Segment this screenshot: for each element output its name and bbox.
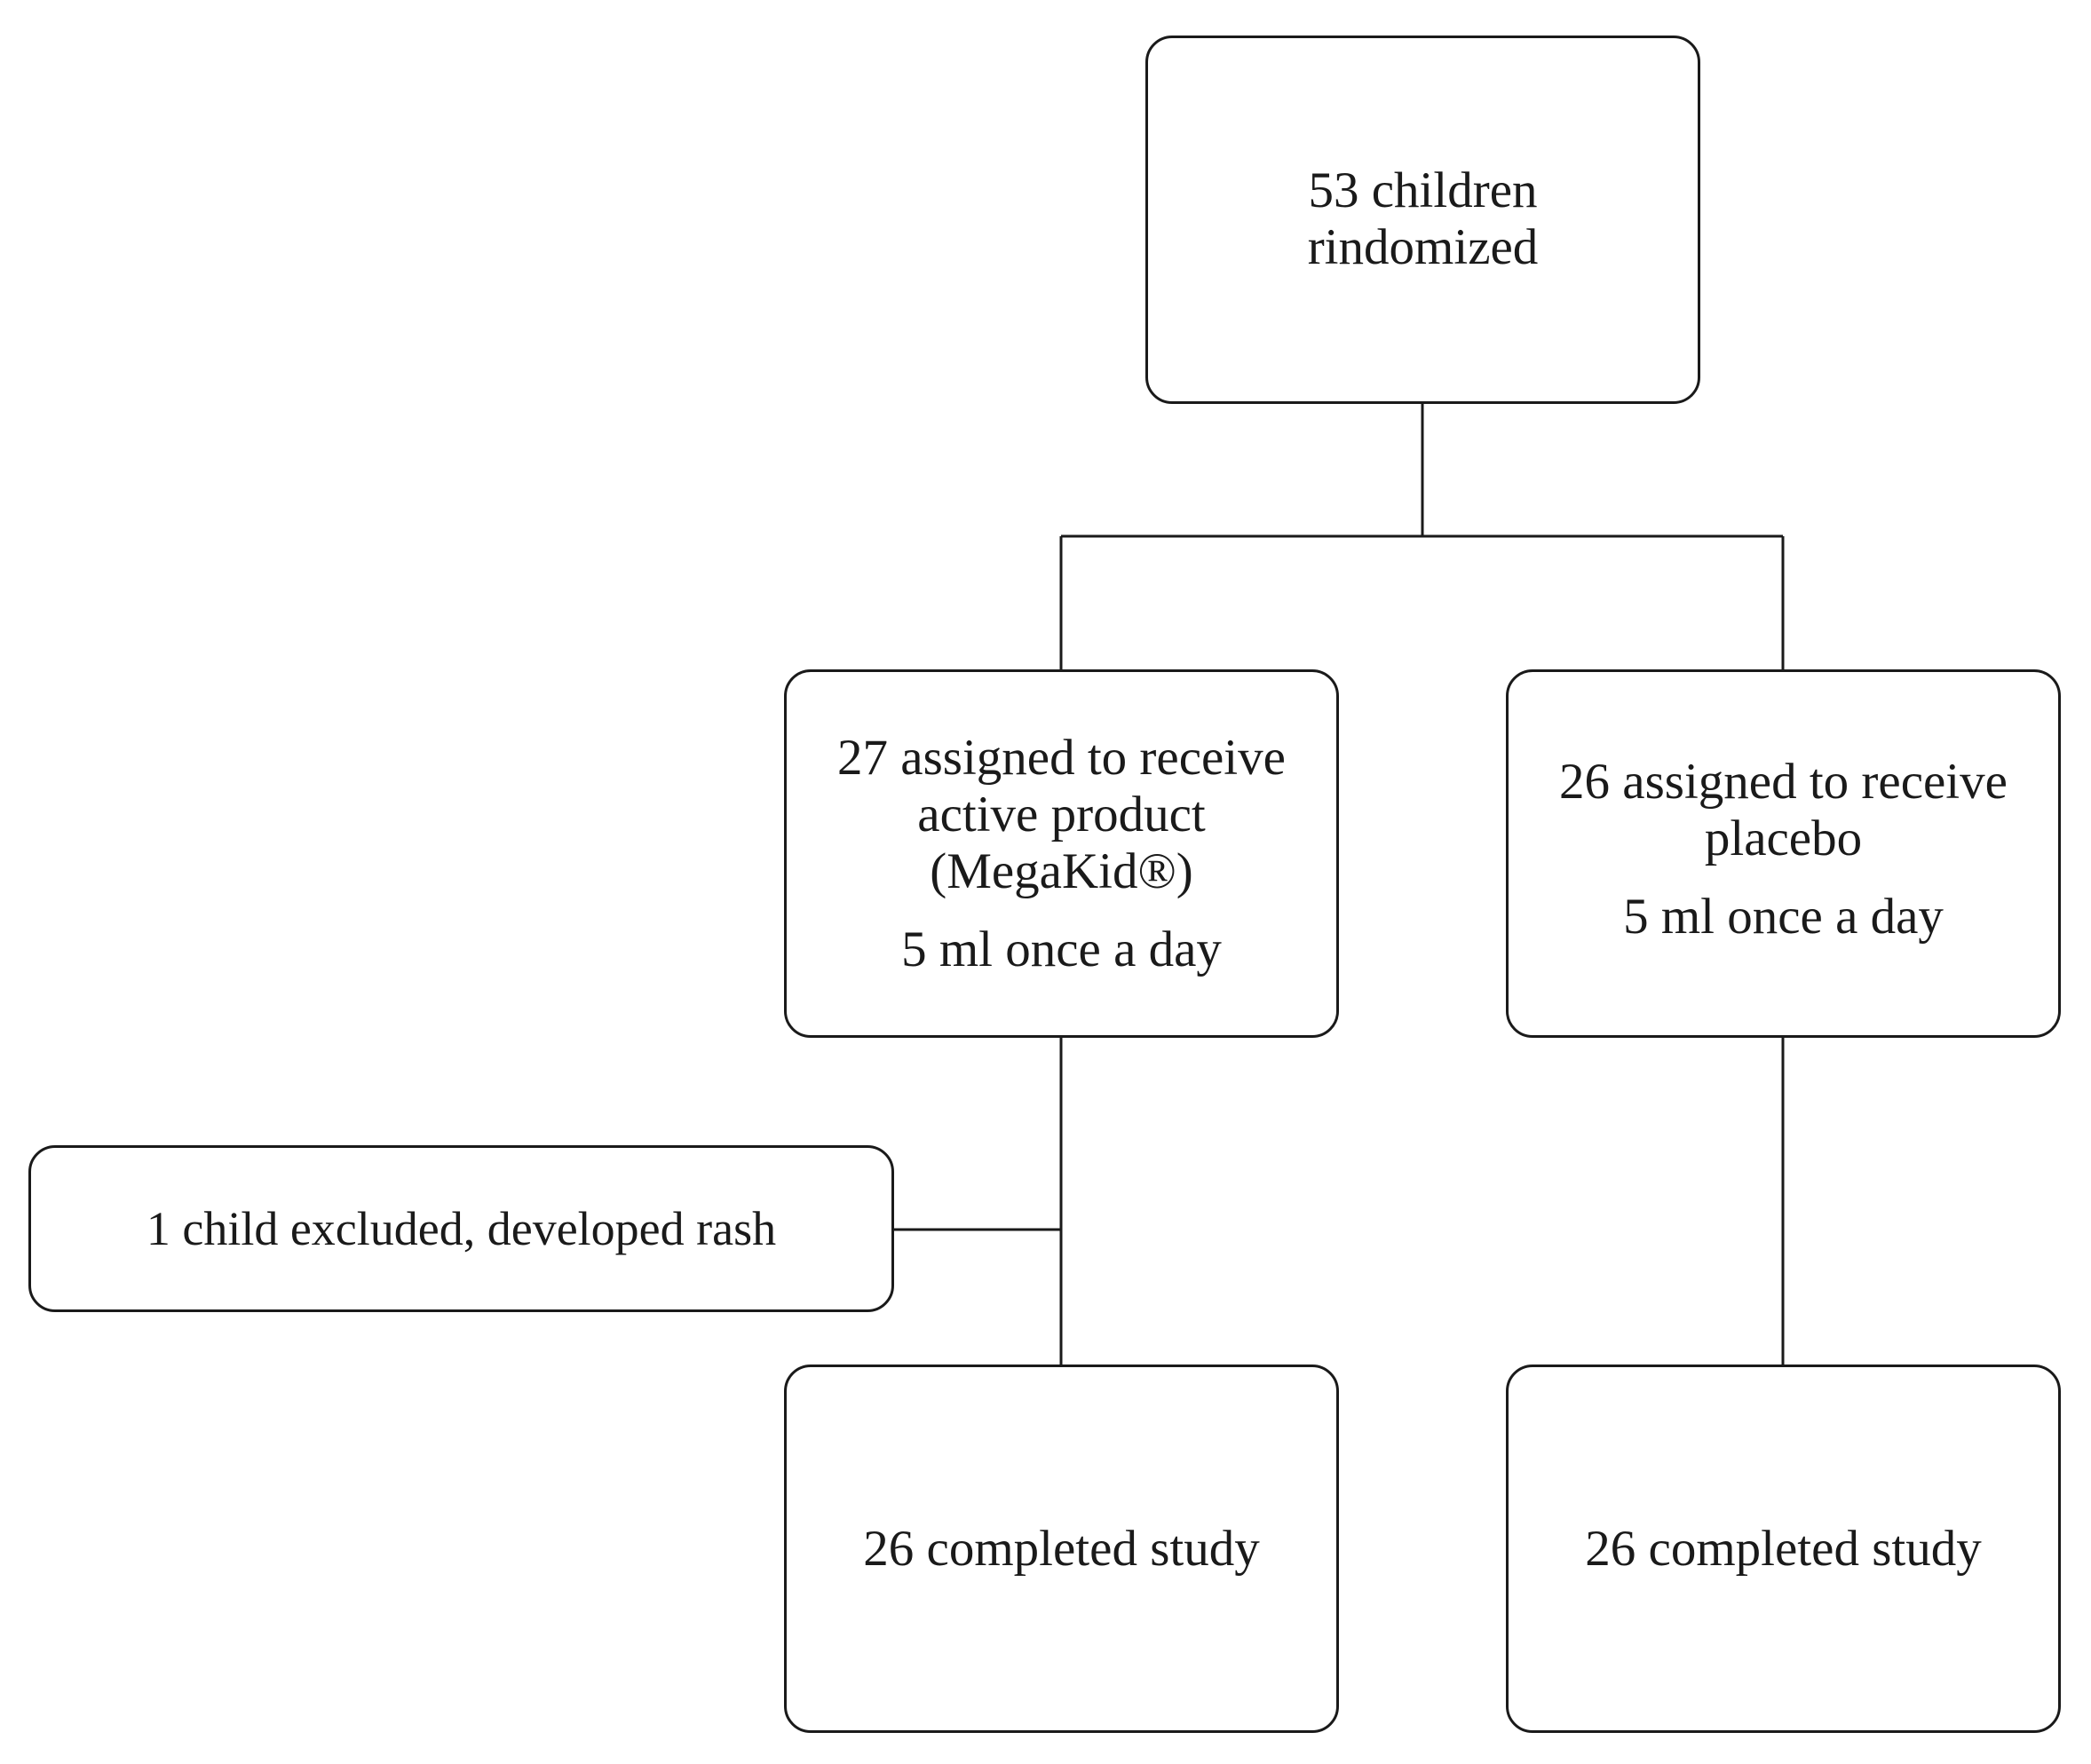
node-active-line-1: 27 assigned to receive bbox=[837, 729, 1286, 786]
node-exclusion: 1 child excluded, developed rash bbox=[28, 1145, 894, 1312]
node-completed-placebo: 26 completed study bbox=[1506, 1365, 2061, 1733]
node-placebo-line-2: placebo bbox=[1704, 811, 1863, 866]
node-active-line-2: active product bbox=[917, 786, 1206, 842]
node-randomized: 53 children rindomized bbox=[1145, 36, 1700, 404]
node-completed-active: 26 completed study bbox=[784, 1365, 1339, 1733]
node-active-arm: 27 assigned to receive active product (M… bbox=[784, 669, 1339, 1038]
node-active-line-3: (MegaKid®) bbox=[930, 842, 1193, 899]
node-placebo-dose: 5 ml once a day bbox=[1623, 889, 1944, 945]
node-randomized-line-1: 53 children bbox=[1308, 162, 1538, 218]
node-completed-placebo-text: 26 completed study bbox=[1585, 1520, 1982, 1577]
node-exclusion-text: 1 child excluded, developed rash bbox=[146, 1202, 777, 1255]
node-randomized-line-2: rindomized bbox=[1307, 219, 1539, 275]
node-completed-active-text: 26 completed study bbox=[863, 1520, 1260, 1577]
node-placebo-arm: 26 assigned to receive placebo 5 ml once… bbox=[1506, 669, 2061, 1038]
node-placebo-line-1: 26 assigned to receive bbox=[1559, 754, 2008, 810]
node-active-dose: 5 ml once a day bbox=[901, 921, 1222, 977]
